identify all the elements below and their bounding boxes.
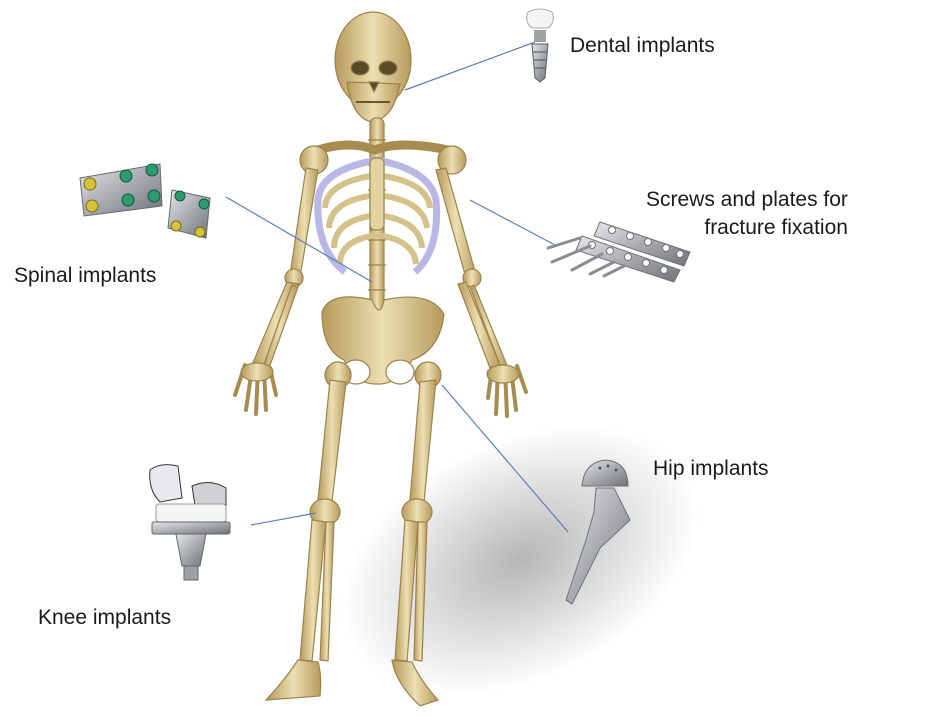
screws-plates-label: Screws and plates for fracture fixation	[646, 186, 848, 242]
leader-line-knee	[251, 513, 316, 525]
left-leg	[266, 362, 351, 700]
screws-plates-label-line-1: Screws and plates for	[646, 186, 848, 214]
screws-plates-label-line-2: fracture fixation	[646, 214, 848, 242]
knee-implants-label: Knee implants	[38, 604, 171, 632]
dental-implant-image	[527, 9, 554, 82]
floor-shadow	[297, 371, 743, 719]
dental-implants-label: Dental implants	[570, 32, 715, 60]
knee-implant-image	[150, 465, 230, 580]
leader-line-screws	[470, 200, 555, 245]
leader-line-dental	[405, 42, 535, 90]
left-arm	[235, 168, 318, 414]
spinal-implants-label: Spinal implants	[14, 262, 156, 290]
hip-implants-label: Hip implants	[653, 455, 769, 483]
spinal-implant-image	[80, 164, 210, 238]
